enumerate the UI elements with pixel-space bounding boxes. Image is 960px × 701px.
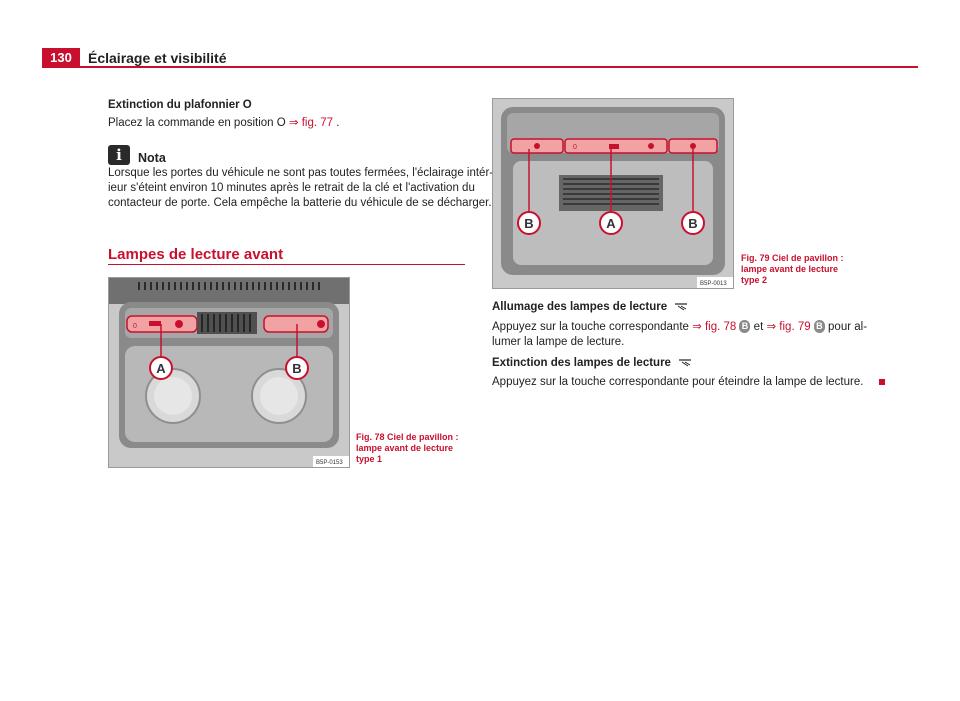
fig79-caption-line-2: lampe avant de lecture bbox=[741, 264, 839, 274]
extinction-lecture-body: Appuyez sur la touche correspondante pou… bbox=[492, 376, 864, 388]
callout-b-badge: B bbox=[813, 320, 825, 333]
nota-line-3-text: contacteur de porte. Cela empêche la bat… bbox=[108, 197, 492, 209]
fig79-code: B5P-0013 bbox=[700, 281, 727, 287]
allumage-body-1: Appuyez sur la touche correspondante bbox=[492, 321, 693, 333]
figure-79-illustration: 0 B A B B5P-0013 bbox=[493, 99, 733, 288]
extinction-lecture-heading-text: Extinction des lampes de lecture bbox=[492, 357, 671, 369]
figure-79-image: 0 B A B B5P-0013 bbox=[492, 98, 734, 289]
fig78-caption-line-3: type 1 bbox=[356, 454, 383, 464]
reading-lamp-icon bbox=[675, 303, 688, 311]
extinction-lecture-heading: Extinction des lampes de lecture bbox=[492, 356, 692, 371]
nota-line-3: contacteur de porte. Cela empêche la bat… bbox=[108, 196, 506, 211]
header-rule bbox=[80, 66, 918, 68]
callout-b-badge: B bbox=[739, 320, 751, 333]
figure-78-caption: Fig. 78 Ciel de pavillon : lampe avant d… bbox=[356, 432, 459, 465]
fig78-caption-line-2: lampe avant de lecture bbox=[356, 443, 454, 453]
fig79-callout-b-right: B bbox=[688, 216, 697, 231]
fig79-link[interactable]: ⇒ fig. 79 bbox=[766, 321, 811, 333]
chapter-title: Éclairage et visibilité bbox=[88, 50, 227, 66]
page-number: 130 bbox=[42, 48, 80, 68]
allumage-heading: Allumage des lampes de lecture bbox=[492, 300, 688, 315]
fig78-switch-label: 0 bbox=[133, 323, 137, 330]
extinction-plafonnier-text: Placez la commande en position O ⇒ fig. … bbox=[108, 116, 339, 131]
allumage-body-3: pour al- bbox=[824, 321, 868, 333]
fig78-code: B5P-0153 bbox=[316, 460, 343, 466]
figure-79-caption: Fig. 79 Ciel de pavillon : lampe avant d… bbox=[741, 253, 844, 286]
fig77-link[interactable]: ⇒ fig. 77 bbox=[288, 117, 334, 129]
nota-title: Nota bbox=[138, 151, 166, 165]
nota-line-1: Lorsque les portes du véhicule ne sont p… bbox=[108, 167, 494, 179]
extinction-plafonnier-tail: . bbox=[333, 117, 340, 129]
fig79-caption-line-1: Fig. 79 Ciel de pavillon : bbox=[741, 253, 844, 263]
allumage-text-line-1: Appuyez sur la touche correspondante ⇒ f… bbox=[492, 320, 867, 335]
fig78-callout-a: A bbox=[156, 361, 166, 376]
section-rule bbox=[108, 264, 465, 265]
nota-line-2: ieur s'éteint environ 10 minutes après l… bbox=[108, 182, 475, 194]
allumage-body-2: et bbox=[750, 321, 767, 333]
fig78-caption-line-1: Fig. 78 Ciel de pavillon : bbox=[356, 432, 459, 442]
figure-78-image: 0 A B B5P-0153 bbox=[108, 277, 350, 468]
allumage-text-line-2: lumer la lampe de lecture. bbox=[492, 336, 625, 348]
fig79-caption-line-3: type 2 bbox=[741, 275, 768, 285]
end-of-section-marker bbox=[879, 378, 886, 385]
info-icon: i bbox=[108, 145, 130, 165]
figure-78-illustration: 0 A B B5P-0153 bbox=[109, 278, 349, 467]
fig78-callout-b: B bbox=[292, 361, 301, 376]
reading-lamp-icon bbox=[679, 359, 692, 367]
extinction-plafonnier-heading: Extinction du plafonnier O bbox=[108, 99, 252, 111]
fig78-link[interactable]: ⇒ fig. 78 bbox=[692, 321, 737, 333]
section-title: Lampes de lecture avant bbox=[108, 246, 284, 263]
fig79-callout-a: A bbox=[606, 216, 616, 231]
allumage-heading-text: Allumage des lampes de lecture bbox=[492, 301, 668, 313]
fig79-switch-label: 0 bbox=[573, 144, 577, 151]
fig79-callout-b-left: B bbox=[524, 216, 533, 231]
extinction-lecture-text: Appuyez sur la touche correspondante pou… bbox=[492, 375, 886, 390]
extinction-plafonnier-body: Placez la commande en position O bbox=[108, 117, 289, 129]
